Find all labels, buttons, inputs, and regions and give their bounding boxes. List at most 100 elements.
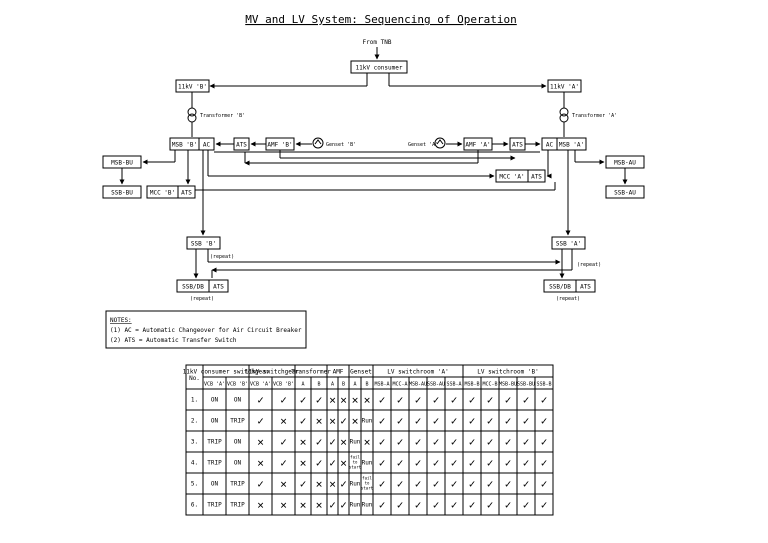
row-6-no: 6. xyxy=(191,502,198,509)
row-3-cell-7: ✕ xyxy=(340,436,347,449)
row-2-cell-2: ✓ xyxy=(257,415,264,428)
amf-b-label: AMF 'B' xyxy=(267,142,292,149)
consumer-11kv-label: 11kV consumer xyxy=(356,65,403,72)
row-5-cell-6: ✕ xyxy=(329,478,336,491)
subheader-18: SSB-BU xyxy=(517,382,535,388)
row-5-cell-19: ✓ xyxy=(541,478,548,491)
row-5-cell-18: ✓ xyxy=(523,478,530,491)
notes-line-2: (2) ATS = Automatic Transfer Switch xyxy=(110,337,237,344)
row-6-cell-9: Run xyxy=(362,502,373,509)
row-5-cell-3: ✕ xyxy=(280,478,287,491)
row-4-cell-6: ✓ xyxy=(329,457,336,470)
row-4-cell-3: ✓ xyxy=(280,457,287,470)
row-3-cell-9: ✕ xyxy=(364,436,371,449)
row-1-cell-8: ✕ xyxy=(352,394,359,407)
row-6-cell-3: ✕ xyxy=(280,499,287,512)
row-3-cell-6: ✓ xyxy=(329,436,336,449)
repeat-label-db-a: (repeat) xyxy=(556,296,580,302)
repeat-label-ssb-a: (repeat) xyxy=(577,262,601,268)
row-2-cell-17: ✓ xyxy=(505,415,512,428)
row-2-cell-3: ✕ xyxy=(280,415,287,428)
msb-b-box: MSB 'B' xyxy=(169,137,200,151)
row-1-cell-13: ✓ xyxy=(433,394,440,407)
ssb-db-a-box: SSB/DB xyxy=(543,279,577,293)
row-2-cell-10: ✓ xyxy=(379,415,386,428)
row-4-cell-10: ✓ xyxy=(379,457,386,470)
subheader-6: A xyxy=(331,382,334,388)
row-6-cell-2: ✕ xyxy=(257,499,264,512)
msb-b-label: MSB 'B' xyxy=(172,142,197,149)
ssb-db-a-ats-box: ATS xyxy=(575,279,596,293)
row-4-cell-17: ✓ xyxy=(505,457,512,470)
kv11-b-box: 11kV 'B' xyxy=(175,79,210,93)
row-6-cell-5: ✕ xyxy=(316,499,323,512)
row-5-cell-5: ✕ xyxy=(316,478,323,491)
row-3-cell-16: ✓ xyxy=(487,436,494,449)
kv11-a-box: 11kV 'A' xyxy=(547,79,582,93)
row-4-cell-5: ✓ xyxy=(316,457,323,470)
header-consumer: 11kV consumer switchgear xyxy=(183,369,270,376)
ats-b-label: ATS xyxy=(236,142,247,149)
notes-line-1: (1) AC = Automatic Changeover for Air Ci… xyxy=(110,327,302,334)
row-3-cell-15: ✓ xyxy=(469,436,476,449)
msb-bu-label: MSB-BU xyxy=(111,160,133,167)
row-3-cell-19: ✓ xyxy=(541,436,548,449)
mcc-a-label: MCC 'A' xyxy=(499,174,524,181)
row-3-cell-10: ✓ xyxy=(379,436,386,449)
row-1-cell-18: ✓ xyxy=(523,394,530,407)
row-6-cell-4: ✕ xyxy=(300,499,307,512)
row-1-cell-1: ON xyxy=(234,397,242,404)
row-5-cell-4: ✓ xyxy=(300,478,307,491)
row-2-cell-19: ✓ xyxy=(541,415,548,428)
row-5-cell-1: TRIP xyxy=(230,481,245,488)
ssb-a-label: SSB 'A' xyxy=(556,241,581,248)
repeat-label-ssb-b: (repeat) xyxy=(210,254,234,260)
header-lv-a: LV switchroom 'A' xyxy=(387,369,448,376)
row-5-cell-10: ✓ xyxy=(379,478,386,491)
genset-a-label: Genset 'A' xyxy=(408,142,438,148)
header-lv-b: LV switchroom 'B' xyxy=(477,369,538,376)
row-3-no: 3. xyxy=(191,439,198,446)
mcc-b-ats-label: ATS xyxy=(181,190,192,197)
row-5-cell-11: ✓ xyxy=(397,478,404,491)
row-3-cell-14: ✓ xyxy=(451,436,458,449)
row-4-cell-2: ✕ xyxy=(257,457,264,470)
row-4-cell-18: ✓ xyxy=(523,457,530,470)
subheader-5: B xyxy=(317,382,320,388)
row-2-cell-6: ✕ xyxy=(329,415,336,428)
ssb-db-b-label: SSB/DB xyxy=(182,284,204,291)
mcc-a-ats-label: ATS xyxy=(531,174,542,181)
row-1-cell-7: ✕ xyxy=(340,394,347,407)
row-1-cell-15: ✓ xyxy=(469,394,476,407)
ats-a-box: ATS xyxy=(509,137,526,151)
row-4-cell-19: ✓ xyxy=(541,457,548,470)
row-3-cell-5: ✓ xyxy=(316,436,323,449)
mcc-a-ats-box: ATS xyxy=(527,169,546,183)
row-4-cell-8-2: start xyxy=(349,465,362,470)
subheader-0: VCB 'A' xyxy=(204,382,225,388)
subheader-1: VCB 'B' xyxy=(227,382,248,388)
row-1-cell-12: ✓ xyxy=(415,394,422,407)
mcc-a-box: MCC 'A' xyxy=(495,169,529,183)
row-5-cell-14: ✓ xyxy=(451,478,458,491)
subheader-17: MSB-BU xyxy=(499,382,517,388)
row-5-cell-9-1: to xyxy=(365,481,370,486)
subheader-10: MSB-A xyxy=(374,382,389,388)
row-3-cell-0: TRIP xyxy=(207,439,222,446)
row-5-no: 5. xyxy=(191,481,198,488)
kv11-a-label: 11kV 'A' xyxy=(550,84,579,91)
subheader-8: A xyxy=(353,382,356,388)
row-6-cell-14: ✓ xyxy=(451,499,458,512)
ac-a-label: AC xyxy=(546,142,554,149)
row-1-cell-4: ✓ xyxy=(300,394,307,407)
notes-heading: NOTES: xyxy=(110,317,132,324)
row-6-cell-7: ✓ xyxy=(340,499,347,512)
row-1-cell-14: ✓ xyxy=(451,394,458,407)
transformer-a-symbol xyxy=(559,107,569,123)
ssb-b-box: SSB 'B' xyxy=(186,236,221,250)
row-4-cell-13: ✓ xyxy=(433,457,440,470)
row-4-cell-16: ✓ xyxy=(487,457,494,470)
row-5-cell-9-0: fail xyxy=(362,476,372,481)
